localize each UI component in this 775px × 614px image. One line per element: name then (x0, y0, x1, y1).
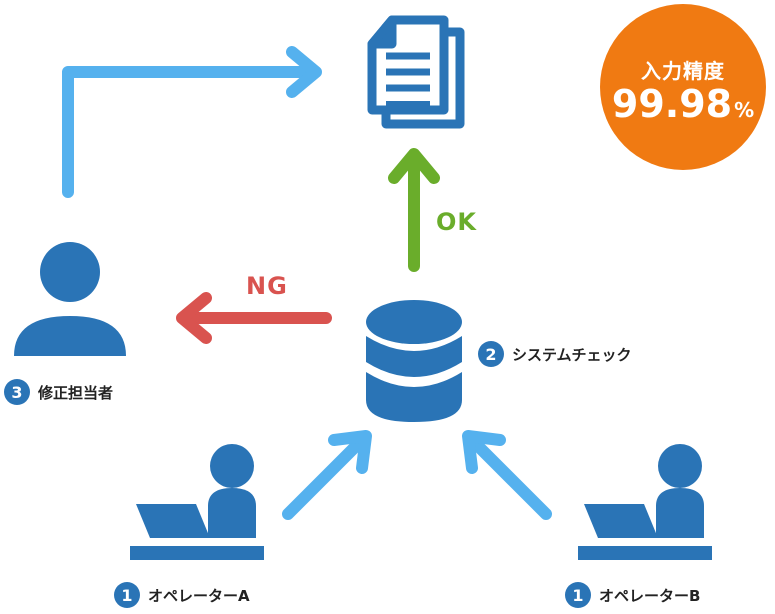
step-number: 1 (114, 582, 140, 608)
ng-label: NG (246, 272, 288, 300)
return-arrow (62, 46, 322, 198)
badge-value-row: 99.98% (611, 81, 755, 126)
step-system-check: 2 システムチェック (478, 341, 632, 367)
ok-label: OK (436, 208, 477, 236)
badge-value: 99.98 (611, 81, 733, 126)
step-number: 1 (565, 582, 591, 608)
step-corrector: 3 修正担当者 (4, 379, 113, 405)
step-label: 修正担当者 (38, 383, 114, 402)
ng-arrow (176, 292, 332, 344)
document-icon (367, 15, 465, 129)
operator-a-arrow (282, 430, 372, 520)
operator-laptop-icon (130, 444, 264, 560)
ok-arrow (388, 148, 440, 272)
operator-b-arrow (462, 430, 552, 520)
step-label: オペレーターA (148, 586, 250, 605)
step-number: 2 (478, 341, 504, 367)
step-label: システムチェック (512, 345, 632, 364)
person-icon (14, 242, 126, 356)
step-operator-b: 1 オペレーターB (565, 582, 700, 608)
operator-laptop-icon (578, 444, 712, 560)
step-operator-a: 1 オペレーターA (114, 582, 250, 608)
accuracy-badge: 入力精度 99.98% (600, 4, 766, 170)
step-number: 3 (4, 379, 30, 405)
badge-unit: % (734, 97, 755, 122)
database-icon (366, 300, 462, 422)
badge-title: 入力精度 (641, 58, 725, 83)
step-label: オペレーターB (599, 586, 701, 605)
